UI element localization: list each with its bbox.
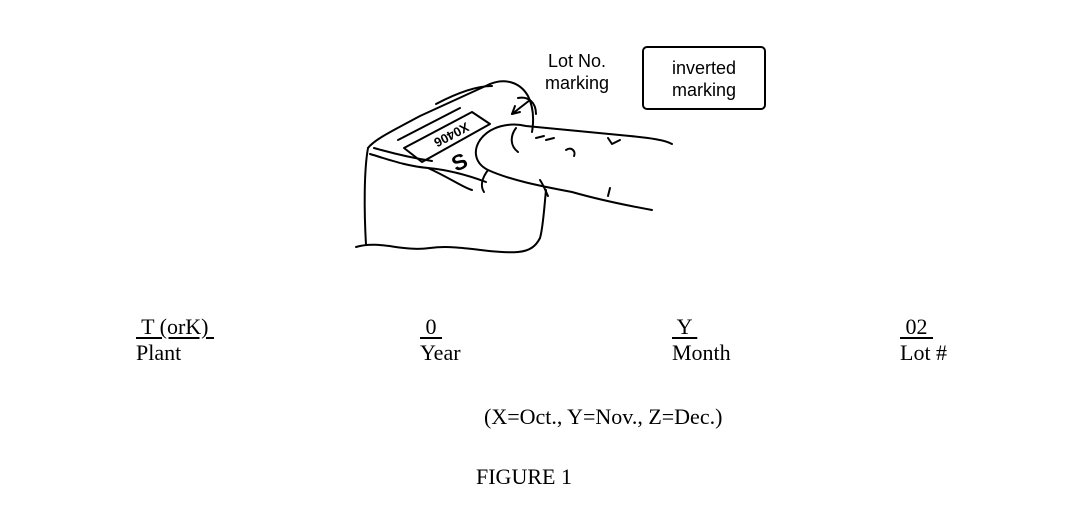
field-lot-number-code: 02 (900, 314, 933, 339)
field-year-code: 0 (420, 314, 442, 339)
field-month: Y Month (672, 314, 731, 366)
field-plant-caption: Plant (136, 340, 182, 365)
field-month-code: Y (672, 314, 698, 339)
month-legend: (X=Oct., Y=Nov., Z=Dec.) (484, 404, 723, 429)
inverted-marking-box: inverted marking (642, 46, 766, 110)
field-lot-number: 02 Lot # (900, 314, 947, 366)
lot-marking-line-2: marking (544, 73, 610, 93)
figure-caption: FIGURE 1 (476, 464, 572, 489)
field-plant-code: T (orK) (136, 314, 215, 339)
field-year: 0 Year (420, 314, 461, 366)
field-lot-number-caption: Lot # (900, 340, 948, 365)
inverted-marking-line-1: inverted (671, 58, 737, 78)
lot-marking-line-1: Lot No. (547, 51, 607, 71)
field-year-caption: Year (420, 340, 461, 365)
field-plant: T (orK) Plant (136, 314, 214, 366)
component-illustration: X0406 S (355, 80, 673, 254)
field-month-caption: Month (672, 340, 731, 365)
inverted-marking-line-2: marking (671, 80, 737, 100)
lot-marking-label: Lot No. marking (522, 50, 632, 94)
